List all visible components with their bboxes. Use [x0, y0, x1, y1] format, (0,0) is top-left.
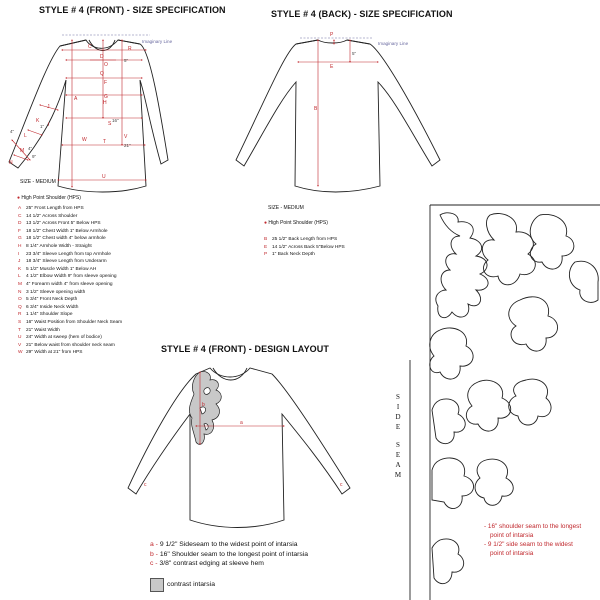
- svg-text:G: G: [104, 94, 108, 100]
- design-markers: a b c c: [144, 402, 343, 488]
- svg-text:1": 1": [40, 124, 45, 129]
- front-imaginary-line-label: Imaginary Line: [142, 39, 173, 44]
- svg-text:B: B: [314, 106, 318, 112]
- front-dimension-labels: 5" 16" 21" 1" 4" 4" 9": [10, 58, 131, 159]
- svg-text:5": 5": [352, 51, 357, 56]
- back-imaginary-line-label: Imaginary Line: [378, 41, 409, 46]
- svg-text:J: J: [47, 104, 50, 110]
- back-spec-title: STYLE # 4 (BACK) - SIZE SPECIFICATION: [271, 9, 453, 19]
- contrast-swatch: [150, 578, 164, 592]
- front-size-label: SIZE - MEDIUM: [20, 179, 56, 185]
- svg-text:Q: Q: [100, 71, 104, 77]
- intarsia-detail: [409, 204, 600, 600]
- legend-item: a - 9 1/2" Sideseam to the widest point …: [150, 541, 298, 548]
- bullet-icon: ●: [264, 220, 268, 226]
- svg-text:W: W: [82, 137, 87, 143]
- svg-text:4": 4": [28, 146, 33, 151]
- design-measure-lines: [195, 371, 285, 445]
- svg-text:R: R: [128, 46, 132, 52]
- svg-text:M: M: [20, 148, 24, 154]
- svg-text:9": 9": [32, 154, 37, 159]
- svg-text:I: I: [48, 122, 49, 128]
- front-hps-note: ● High Point Shoulder (HPS): [17, 195, 81, 201]
- front-garment-sketch: [8, 39, 169, 193]
- svg-text:c: c: [340, 482, 343, 488]
- front-measure-lines: [11, 34, 150, 188]
- svg-text:4": 4": [10, 129, 15, 134]
- svg-text:N: N: [9, 160, 13, 166]
- design-garment-sketch: [127, 367, 351, 528]
- back-hps-note: ● High Point Shoulder (HPS): [264, 220, 328, 226]
- svg-text:V: V: [124, 134, 128, 140]
- svg-text:C: C: [88, 44, 92, 50]
- svg-text:D: D: [100, 54, 104, 60]
- svg-text:A: A: [74, 96, 78, 102]
- intarsia-notes: - 16" shoulder seam to the longest point…: [484, 523, 582, 557]
- back-size-label: SIZE - MEDIUM: [268, 205, 304, 211]
- svg-text:L: L: [24, 133, 27, 139]
- intarsia-fill: [189, 371, 222, 445]
- legend-item: c - 3/8" contrast edging at sleeve hem: [150, 560, 264, 567]
- svg-text:5": 5": [124, 58, 129, 63]
- design-legend: a - 9 1/2" Sideseam to the widest point …: [150, 540, 308, 569]
- svg-text:a: a: [240, 420, 243, 426]
- svg-text:O: O: [104, 62, 108, 68]
- back-garment-sketch: [235, 39, 441, 193]
- contrast-label: contrast intarsia: [167, 581, 215, 588]
- svg-text:c: c: [144, 482, 147, 488]
- svg-text:P: P: [330, 32, 334, 38]
- svg-text:16": 16": [112, 118, 119, 123]
- svg-text:S: S: [108, 121, 112, 127]
- svg-text:21": 21": [124, 143, 131, 148]
- svg-text:K: K: [36, 118, 40, 124]
- svg-text:T: T: [103, 139, 106, 145]
- svg-text:E: E: [330, 64, 334, 70]
- svg-text:F: F: [104, 80, 107, 86]
- svg-text:U: U: [102, 174, 106, 180]
- svg-text:b: b: [202, 402, 205, 408]
- design-layout-title: STYLE # 4 (FRONT) - DESIGN LAYOUT: [161, 344, 329, 354]
- back-hps-note-text: High Point Shoulder (HPS): [268, 220, 328, 226]
- back-measure-lines: [297, 37, 379, 187]
- back-marker-labels: P E B: [314, 32, 334, 112]
- hps-note-text: High Point Shoulder (HPS): [21, 195, 81, 201]
- bullet-icon: ●: [17, 195, 21, 201]
- front-spec-title: STYLE # 4 (FRONT) - SIZE SPECIFICATION: [39, 5, 226, 15]
- svg-text:H: H: [103, 100, 107, 106]
- front-marker-labels: C DO QF G H J K L M N I S V T W U A R: [9, 44, 132, 180]
- legend-item: b - 16" Shoulder seam to the longest poi…: [150, 550, 309, 558]
